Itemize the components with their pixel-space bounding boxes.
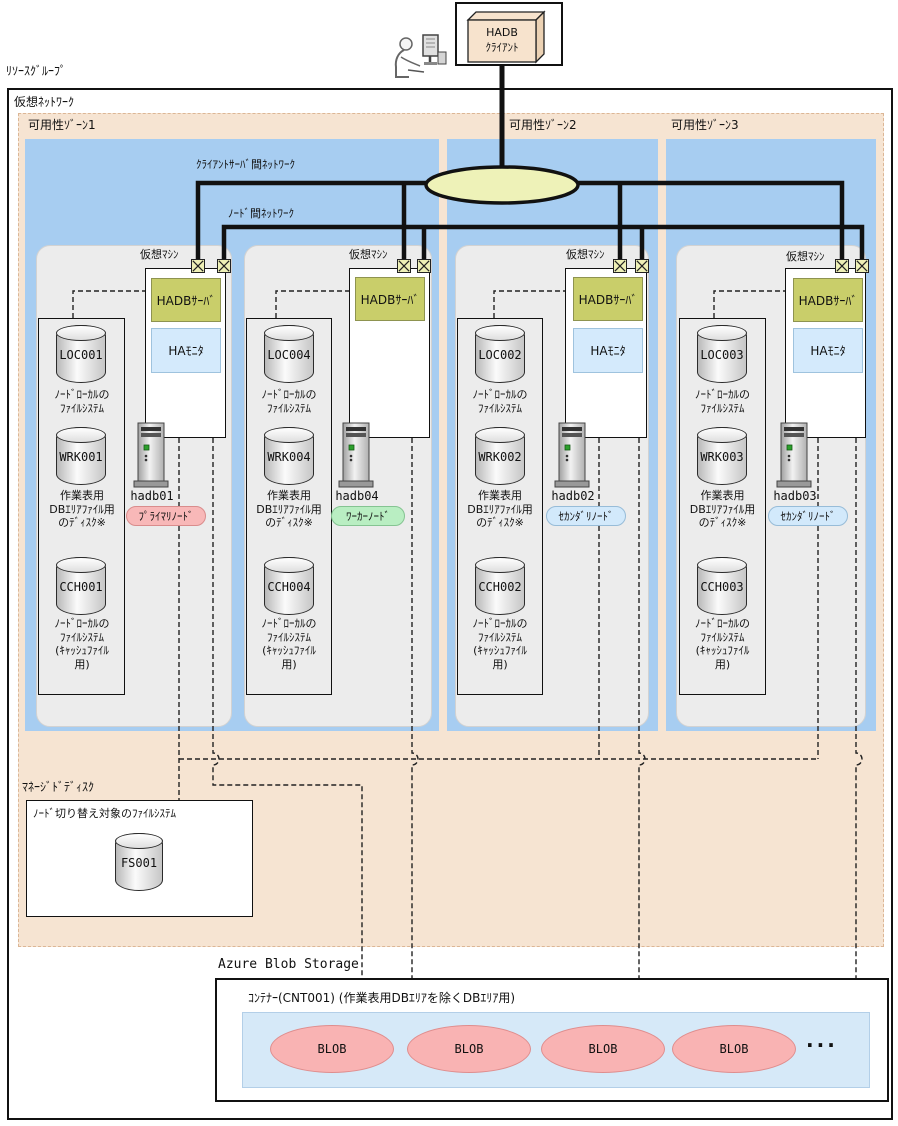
cylinder-top — [696, 556, 747, 573]
disk-cylinder-cch003: CCH003 — [696, 556, 747, 615]
nic-icon-hadb03-node — [855, 259, 869, 273]
zone2-label: 可用性ｿﾞｰﾝ2 — [509, 118, 577, 132]
nic-icon-hadb01-cs — [191, 259, 205, 273]
disk-id-label: CCH004 — [267, 580, 311, 594]
disk-caption: ﾉｰﾄﾞﾛｰｶﾙの ﾌｧｲﾙｼｽﾃﾑ (ｷｬｯｼｭﾌｧｲﾙ 用) — [695, 617, 750, 671]
host-label-hadb01: hadb01 — [130, 489, 174, 503]
client-server-network-label: ｸﾗｲｱﾝﾄｻｰﾊﾞ間ﾈｯﾄﾜｰｸ — [196, 158, 295, 171]
disk-cylinder-loc001: LOC001 — [55, 324, 106, 383]
disk-caption: ﾉｰﾄﾞﾛｰｶﾙの ﾌｧｲﾙｼｽﾃﾑ — [695, 388, 750, 415]
cylinder-top — [55, 324, 106, 341]
zone1-label: 可用性ｿﾞｰﾝ1 — [28, 118, 96, 132]
disk-id-label: CCH003 — [700, 580, 744, 594]
cylinder-top — [696, 426, 747, 443]
disk-cylinder-cch004: CCH004 — [263, 556, 314, 615]
local-disk-box-hadb01 — [38, 318, 125, 695]
blob-container-label: ｺﾝﾃﾅｰ(CNT001) (作業表用DBｴﾘｱを除くDBｴﾘｱ用) — [248, 991, 516, 1005]
cylinder-top — [474, 426, 525, 443]
role-badge-secondary-node-2: ｾｶﾝﾀﾞﾘﾉｰﾄﾞ — [768, 506, 848, 526]
nic-icon-hadb03-cs — [835, 259, 849, 273]
blob-ellipse-4: BLOB — [672, 1025, 796, 1073]
vm-label-hadb02: 仮想ﾏｼﾝ — [566, 248, 605, 261]
disk-caption: ﾉｰﾄﾞﾛｰｶﾙの ﾌｧｲﾙｼｽﾃﾑ (ｷｬｯｼｭﾌｧｲﾙ 用) — [472, 617, 528, 671]
disk-cylinder-wrk003: WRK003 — [696, 426, 747, 485]
blob-storage-label: Azure Blob Storage — [218, 957, 359, 972]
nic-icon-hadb04-cs — [397, 259, 411, 273]
nic-icon-hadb01-node — [217, 259, 231, 273]
ha-monitor-box-hadb02: HAﾓﾆﾀ — [573, 328, 643, 373]
virtual-network-label: 仮想ﾈｯﾄﾜｰｸ — [14, 95, 75, 109]
role-badge-worker-node: ﾜｰｶｰﾉｰﾄﾞ — [331, 506, 405, 526]
ha-monitor-box-hadb03: HAﾓﾆﾀ — [793, 328, 863, 373]
host-label-hadb03: hadb03 — [773, 489, 817, 503]
cylinder-top — [474, 556, 525, 573]
disk-caption: ﾉｰﾄﾞﾛｰｶﾙの ﾌｧｲﾙｼｽﾃﾑ — [472, 388, 528, 415]
role-badge-secondary-node-1: ｾｶﾝﾀﾞﾘﾉｰﾄﾞ — [546, 506, 626, 526]
disk-id-label: CCH001 — [59, 580, 103, 594]
disk-cylinder-wrk001: WRK001 — [55, 426, 106, 485]
hadb-server-box-hadb01: HADBｻｰﾊﾞ — [151, 278, 221, 322]
vm-label-hadb03: 仮想ﾏｼﾝ — [786, 250, 825, 263]
hadb-server-box-hadb04: HADBｻｰﾊﾞ — [355, 277, 425, 321]
disk-cylinder-loc003: LOC003 — [696, 324, 747, 383]
disk-caption: ﾉｰﾄﾞﾛｰｶﾙの ﾌｧｲﾙｼｽﾃﾑ — [261, 388, 317, 415]
cylinder-top — [263, 426, 314, 443]
disk-id-label: WRK002 — [478, 450, 522, 464]
hadb-server-box-hadb03: HADBｻｰﾊﾞ — [793, 278, 863, 322]
user-icon — [394, 34, 447, 78]
blob-ellipse-2: BLOB — [407, 1025, 531, 1073]
disk-id-label: WRK004 — [267, 450, 311, 464]
disk-cylinder-cch002: CCH002 — [474, 556, 525, 615]
switchover-fs-label: ﾉｰﾄﾞ切り替え対象のﾌｧｲﾙｼｽﾃﾑ — [33, 807, 176, 820]
more-blobs-dots: ... — [806, 1028, 838, 1052]
disk-id-label: LOC003 — [700, 348, 744, 362]
host-label-hadb04: hadb04 — [335, 489, 379, 503]
disk-caption: ﾉｰﾄﾞﾛｰｶﾙの ﾌｧｲﾙｼｽﾃﾑ (ｷｬｯｼｭﾌｧｲﾙ 用) — [261, 617, 317, 671]
blob-ellipse-3: BLOB — [541, 1025, 665, 1073]
blob-ellipse-1: BLOB — [270, 1025, 394, 1073]
disk-caption: 作業表用 DBｴﾘｱﾌｧｲﾙ用 のﾃﾞｨｽｸ※ — [49, 489, 115, 529]
cylinder-top — [114, 832, 163, 849]
disk-cylinder-wrk004: WRK004 — [263, 426, 314, 485]
disk-caption: ﾉｰﾄﾞﾛｰｶﾙの ﾌｧｲﾙｼｽﾃﾑ (ｷｬｯｼｭﾌｧｲﾙ 用) — [54, 617, 110, 671]
cylinder-top — [696, 324, 747, 341]
disk-caption: 作業表用 DBｴﾘｱﾌｧｲﾙ用 のﾃﾞｨｽｸ※ — [256, 489, 322, 529]
local-disk-box-hadb02 — [457, 318, 543, 695]
disk-caption: 作業表用 DBｴﾘｱﾌｧｲﾙ用 のﾃﾞｨｽｸ※ — [467, 489, 533, 529]
cylinder-top — [55, 556, 106, 573]
disk-id-label: LOC004 — [267, 348, 311, 362]
disk-caption: ﾉｰﾄﾞﾛｰｶﾙの ﾌｧｲﾙｼｽﾃﾑ — [54, 388, 110, 415]
disk-id-label: LOC002 — [478, 348, 522, 362]
hadb-server-box-hadb02: HADBｻｰﾊﾞ — [573, 277, 643, 321]
disk-id-label: WRK003 — [700, 450, 744, 464]
nic-icon-hadb04-node — [417, 259, 431, 273]
resource-group-label: ﾘｿｰｽｸﾞﾙｰﾌﾟ — [6, 64, 67, 78]
role-badge-primary-node: ﾌﾟﾗｲﾏﾘﾉｰﾄﾞ — [126, 506, 206, 526]
disk-cylinder-cch001: CCH001 — [55, 556, 106, 615]
nic-icon-hadb02-node — [635, 259, 649, 273]
vm-label-hadb04: 仮想ﾏｼﾝ — [349, 248, 388, 261]
disk-id-label: CCH002 — [478, 580, 522, 594]
host-label-hadb02: hadb02 — [551, 489, 595, 503]
cylinder-top — [263, 556, 314, 573]
cylinder-top — [474, 324, 525, 341]
fs-cylinder: FS001 — [114, 832, 163, 891]
managed-disk-label: ﾏﾈｰｼﾞﾄﾞﾃﾞｨｽｸ — [22, 780, 95, 794]
fs-id-label: FS001 — [120, 856, 158, 870]
cylinder-top — [263, 324, 314, 341]
cylinder-top — [55, 426, 106, 443]
ha-monitor-box-hadb01: HAﾓﾆﾀ — [151, 328, 221, 373]
local-disk-box-hadb03 — [679, 318, 766, 695]
node-network-label: ﾉｰﾄﾞ間ﾈｯﾄﾜｰｸ — [228, 207, 294, 220]
disk-cylinder-wrk002: WRK002 — [474, 426, 525, 485]
zone3-label: 可用性ｿﾞｰﾝ3 — [671, 118, 739, 132]
vm-label-hadb01: 仮想ﾏｼﾝ — [140, 248, 179, 261]
disk-id-label: LOC001 — [59, 348, 103, 362]
disk-cylinder-loc002: LOC002 — [474, 324, 525, 383]
disk-caption: 作業表用 DBｴﾘｱﾌｧｲﾙ用 のﾃﾞｨｽｸ※ — [689, 489, 756, 529]
disk-id-label: WRK001 — [59, 450, 103, 464]
nic-icon-hadb02-cs — [613, 259, 627, 273]
disk-cylinder-loc004: LOC004 — [263, 324, 314, 383]
